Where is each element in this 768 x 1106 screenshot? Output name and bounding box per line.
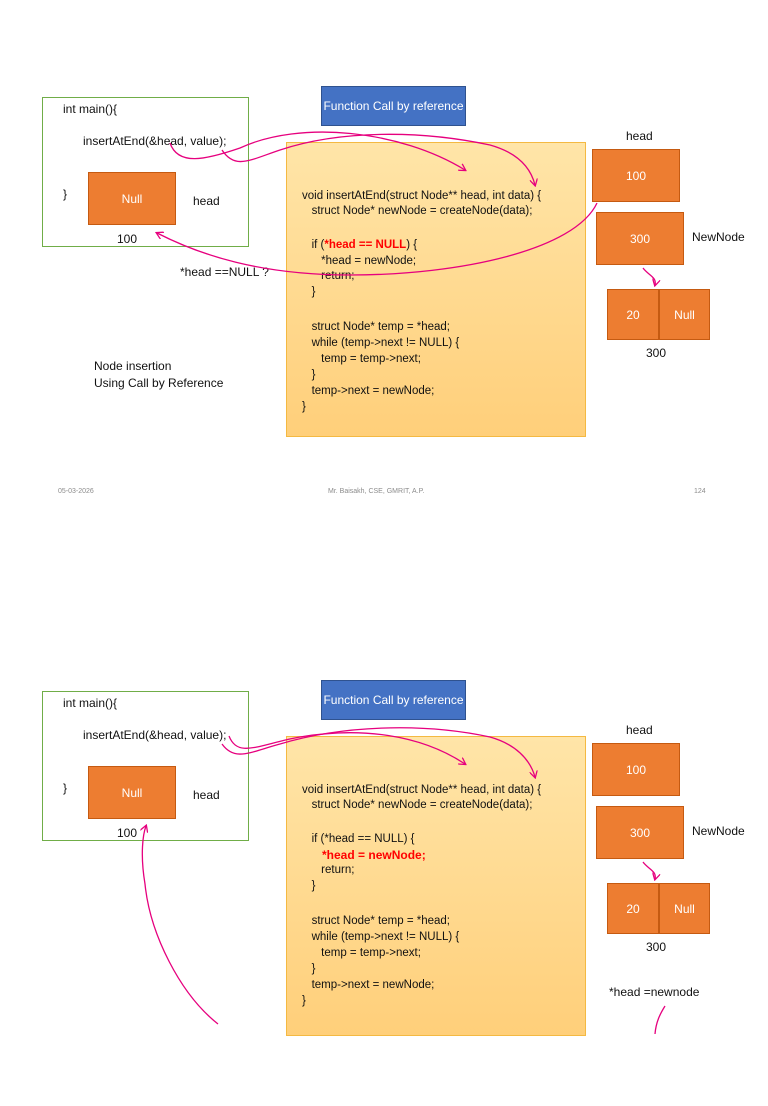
node-address: 300	[646, 346, 667, 360]
slide-2: int main(){ insertAtEnd(&head, value); }…	[0, 594, 768, 1106]
newnode-label: NewNode	[692, 824, 745, 838]
code-line-close-fn: }	[302, 995, 306, 1007]
main-head-address: 100	[117, 826, 138, 840]
arrow-call-to-head-param	[169, 131, 465, 170]
code-line-signature: void insertAtEnd(struct Node** head, int…	[302, 784, 542, 796]
assign-note: *head =newnode	[609, 985, 700, 999]
right-head-label: head	[626, 129, 653, 143]
code-line-create: struct Node* newNode = createNode(data);	[302, 799, 533, 811]
main-head-label: head	[193, 194, 220, 208]
code-line-return: return;	[302, 270, 355, 282]
function-call-title: Function Call by reference	[321, 86, 466, 126]
main-closing-brace: }	[63, 781, 68, 795]
code-line-temp: struct Node* temp = *head;	[302, 915, 450, 927]
footer-page-number: 124	[694, 488, 706, 495]
code-line-link: temp->next = newNode;	[302, 385, 435, 397]
code-line-assign: *head = newNode;	[302, 255, 417, 267]
arrow-call-to-data-param	[221, 727, 535, 777]
code-line-while: while (temp->next != NULL) {	[302, 931, 460, 943]
code-line-close-while: }	[302, 963, 316, 975]
code-box	[286, 736, 586, 1036]
main-call-line: insertAtEnd(&head, value);	[83, 728, 227, 742]
node-address: 300	[646, 940, 667, 954]
arrow-newnode-to-node	[642, 861, 655, 879]
arrow-assign-note-curve	[654, 1005, 666, 1035]
main-call-line: insertAtEnd(&head, value);	[83, 134, 227, 148]
node-next-cell: Null	[659, 289, 710, 340]
newnode-pointer-node: 300	[596, 806, 684, 859]
footer-author: Mr. Baisakh, CSE, GMRIT, A.P.	[328, 488, 425, 495]
right-head-node: 100	[592, 743, 680, 796]
code-line-return: return;	[302, 864, 355, 876]
code-line-advance: temp = temp->next;	[302, 947, 421, 959]
code-line-advance: temp = temp->next;	[302, 353, 421, 365]
code-line-close-if: }	[302, 286, 316, 298]
condition-note: *head ==NULL ?	[180, 265, 269, 279]
arrow-assign-to-main-head	[142, 826, 219, 1025]
code-line-if: if (*head == NULL) {	[302, 239, 418, 251]
code-line-while: while (temp->next != NULL) {	[302, 337, 460, 349]
arrow-call-to-data-param	[221, 133, 535, 185]
code-line-close-if: }	[302, 880, 316, 892]
main-head-label: head	[193, 788, 220, 802]
node-next-cell: Null	[659, 883, 710, 934]
code-line-if: if (*head == NULL) {	[302, 833, 415, 845]
main-closing-brace: }	[63, 187, 68, 201]
caption-line-1: Node insertion	[94, 359, 172, 373]
code-line-close-fn: }	[302, 401, 306, 413]
caption-line-2: Using Call by Reference	[94, 376, 224, 390]
arrow-head-deref-to-main	[157, 202, 598, 276]
code-line-close-while: }	[302, 369, 316, 381]
node-data-cell: 20	[607, 289, 659, 340]
main-head-node: Null	[88, 766, 176, 819]
highlight-condition: *head == NULL	[324, 239, 407, 251]
slide-1: int main(){ insertAtEnd(&head, value); }…	[0, 0, 768, 512]
right-head-node: 100	[592, 149, 680, 202]
right-head-label: head	[626, 723, 653, 737]
highlight-assignment: *head = newNode;	[302, 848, 426, 862]
code-box	[286, 142, 586, 437]
main-head-address: 100	[117, 232, 138, 246]
code-line-temp: struct Node* temp = *head;	[302, 321, 450, 333]
arrow-call-to-head-param	[228, 732, 465, 764]
newnode-label: NewNode	[692, 230, 745, 244]
slide-1-arrows	[0, 131, 768, 512]
arrow-newnode-to-node	[642, 267, 655, 285]
slide-2-arrows	[0, 727, 666, 1035]
footer-date: 05-03-2026	[58, 488, 94, 495]
code-line-create: struct Node* newNode = createNode(data);	[302, 205, 533, 217]
node-data-cell: 20	[607, 883, 659, 934]
code-line-signature: void insertAtEnd(struct Node** head, int…	[302, 190, 542, 202]
code-line-link: temp->next = newNode;	[302, 979, 435, 991]
main-signature: int main(){	[63, 102, 118, 116]
newnode-pointer-node: 300	[596, 212, 684, 265]
function-call-title: Function Call by reference	[321, 680, 466, 720]
main-signature: int main(){	[63, 696, 118, 710]
main-head-node: Null	[88, 172, 176, 225]
